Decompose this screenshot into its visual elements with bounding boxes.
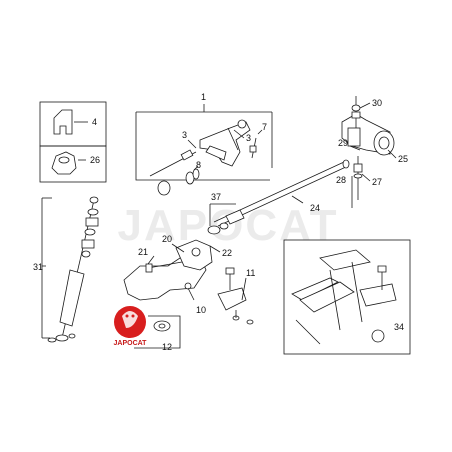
label-28: 28 <box>336 175 346 185</box>
label-4: 4 <box>92 117 97 127</box>
label-21: 21 <box>138 247 148 257</box>
part-26-box <box>39 145 107 183</box>
label-10: 10 <box>196 305 206 315</box>
leader-22 <box>209 245 221 253</box>
label-8: 8 <box>196 160 201 170</box>
leader-3b <box>233 129 245 139</box>
label-26: 26 <box>90 155 100 165</box>
label-1: 1 <box>201 92 206 102</box>
label-3b: 3 <box>246 133 251 143</box>
upper-bracket-25 <box>341 96 395 156</box>
label-31: 31 <box>33 262 43 272</box>
upper-control-arm <box>199 119 251 167</box>
label-34: 34 <box>394 322 404 332</box>
bushing <box>157 180 171 196</box>
label-11: 11 <box>246 268 255 278</box>
label-20: 20 <box>162 234 172 244</box>
inset-frame-box <box>283 239 411 355</box>
bolts-27-28 <box>351 156 363 208</box>
label-3a: 3 <box>182 130 187 140</box>
label-30: 30 <box>372 98 382 108</box>
leader-20 <box>171 243 185 253</box>
shock-absorber <box>41 196 99 343</box>
part-37 <box>207 203 236 235</box>
label-25: 25 <box>398 154 408 164</box>
stud-7 <box>249 129 263 159</box>
label-12: 12 <box>162 342 172 352</box>
label-27: 27 <box>372 177 382 187</box>
japocat-logo: JAPOCAT <box>114 306 148 347</box>
label-7: 7 <box>262 122 267 132</box>
leader-10 <box>187 287 195 301</box>
knuckle-11 <box>217 267 254 325</box>
label-24: 24 <box>310 203 320 213</box>
leader-27 <box>361 173 371 182</box>
lower-arm-assembly <box>123 239 213 301</box>
leader-29 <box>349 145 361 151</box>
part-12-box <box>134 315 181 349</box>
bolt-3a <box>149 139 197 177</box>
washer-8 <box>185 165 200 185</box>
leader-30 <box>359 102 371 109</box>
label-22: 22 <box>222 248 232 258</box>
logo-text: JAPOCAT <box>114 340 148 347</box>
upper-arm-box <box>135 104 273 181</box>
leader-24 <box>291 195 304 204</box>
axle-rod-24 <box>213 159 350 227</box>
label-37: 37 <box>211 192 221 202</box>
leader-25 <box>387 149 397 159</box>
label-29: 29 <box>338 138 348 148</box>
